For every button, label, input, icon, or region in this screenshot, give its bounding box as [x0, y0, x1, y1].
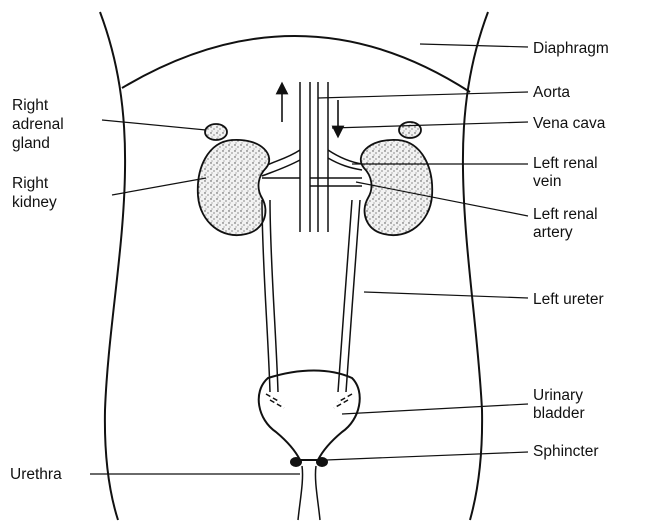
label-right-kidney: Right kidney	[12, 175, 57, 211]
left-ureter	[338, 200, 360, 392]
label-vena-cava: Vena cava	[533, 115, 606, 132]
sphincter	[290, 457, 328, 467]
left-kidney	[361, 140, 432, 235]
label-urinary-bladder: Urinary bladder	[533, 387, 587, 422]
label-sphincter: Sphincter	[533, 443, 598, 460]
label-diaphragm: Diaphragm	[533, 40, 609, 57]
label-left-ureter: Left ureter	[533, 291, 604, 308]
urinary-bladder	[259, 371, 360, 461]
label-right-adrenal-gland: Right adrenal gland	[12, 97, 68, 152]
label-aorta: Aorta	[533, 84, 570, 101]
left-renal-vein	[328, 150, 362, 170]
right-adrenal-gland	[205, 124, 227, 140]
body-outline	[100, 12, 488, 520]
label-urethra: Urethra	[10, 466, 62, 483]
aorta	[300, 82, 310, 232]
label-left-renal-artery: Left renal artery	[533, 206, 602, 241]
right-ureter	[262, 200, 278, 392]
right-kidney	[198, 140, 269, 235]
urethra	[298, 466, 320, 520]
left-adrenal-gland	[399, 122, 421, 138]
ureter-bladder-entry	[266, 394, 352, 408]
leader-lines	[90, 44, 528, 474]
diaphragm	[122, 36, 470, 92]
label-left-renal-vein: Left renal vein	[533, 155, 602, 190]
vena-cava	[318, 82, 328, 232]
